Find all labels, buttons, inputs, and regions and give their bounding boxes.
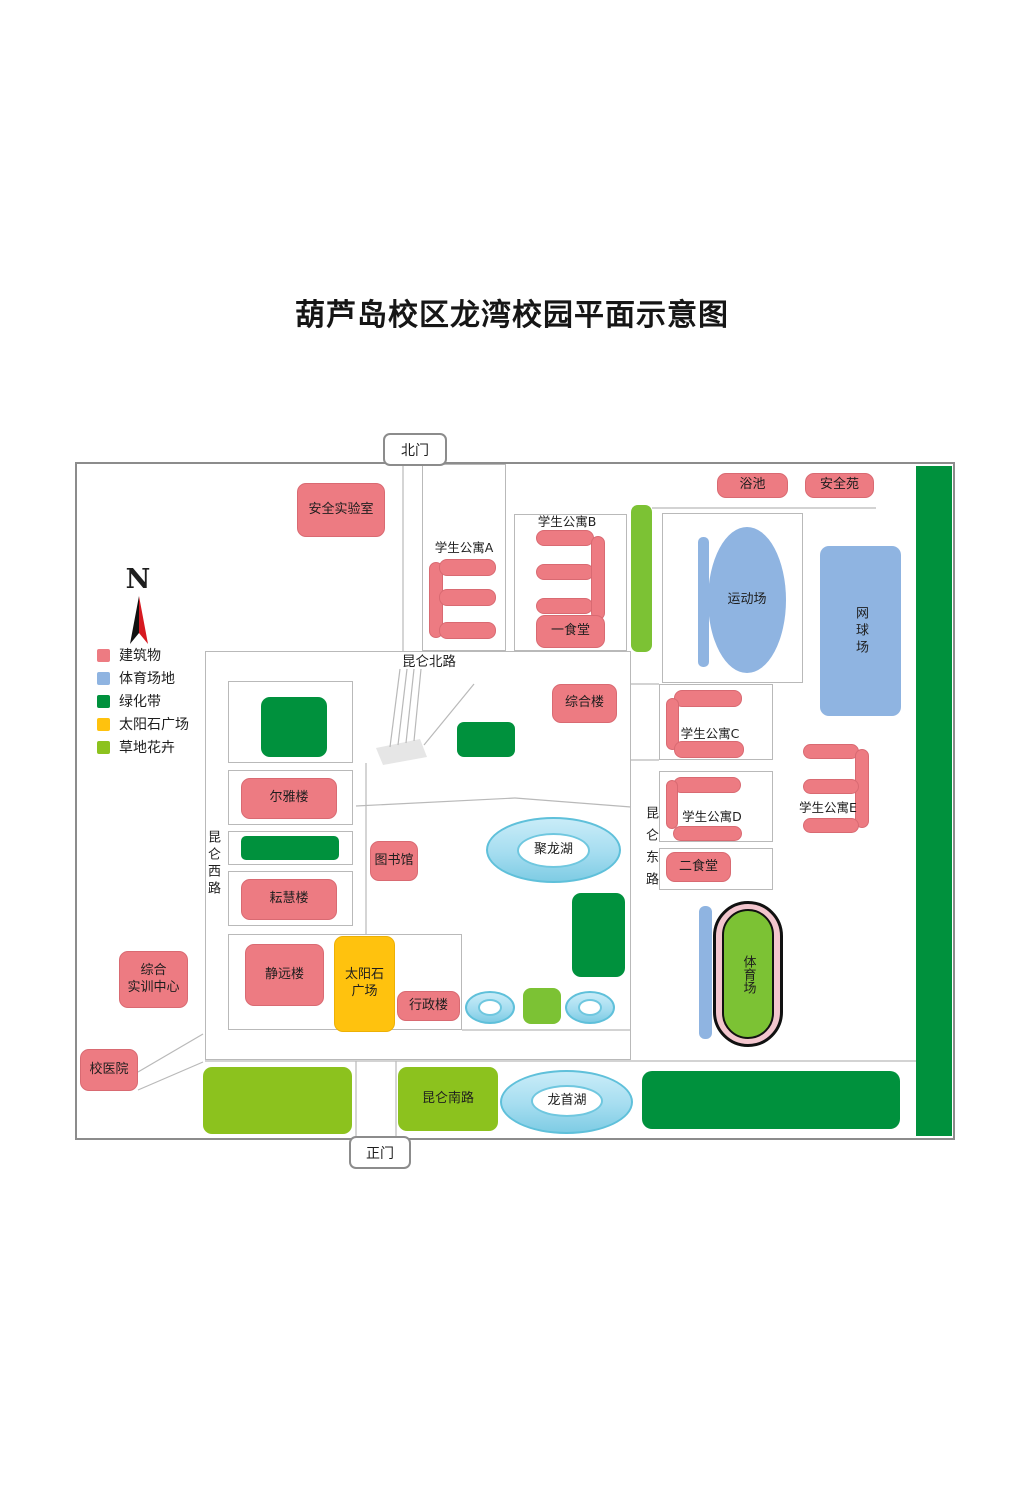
- north-gate-label: 北门: [401, 442, 429, 459]
- legend-item-greenbelt: 绿化带: [97, 694, 227, 710]
- canteen-2-block: [659, 848, 773, 890]
- dorm-b-label: 学生公寓B: [537, 514, 597, 529]
- building-safety-lab: 安全实验室: [297, 483, 385, 537]
- sports-field-side-bar: [699, 906, 712, 1039]
- greenbelt-square-1: [261, 697, 327, 757]
- dorm-d-block: [659, 771, 773, 842]
- greenbelt-rect-southeast: [642, 1071, 900, 1129]
- north-gate: 北门: [383, 433, 447, 466]
- dorm-d-wing: [673, 777, 741, 793]
- legend: 建筑物 体育场地 绿化带 太阳石广场 草地花卉: [97, 648, 227, 763]
- legend-item-plaza: 太阳石广场: [97, 717, 227, 733]
- dorm-a-wing: [439, 559, 496, 576]
- sports-field-infield: 体育场: [722, 909, 774, 1039]
- grass-rect-southwest: [203, 1067, 352, 1134]
- pond-left-center: [478, 999, 502, 1016]
- tennis-court-label: 网球场: [853, 605, 868, 657]
- julong-lake-label: 聚龙湖: [517, 833, 590, 868]
- dorm-a-wing: [439, 622, 496, 639]
- path-lines: [137, 464, 916, 1136]
- building-erya: 尔雅楼: [241, 778, 337, 819]
- dorm-d-label: 学生公寓D: [682, 809, 742, 824]
- page-title: 葫芦岛校区龙湾校园平面示意图: [295, 298, 729, 333]
- greenbelt-square-2: [457, 722, 515, 757]
- building-anquanyuan: 安全苑: [805, 473, 874, 498]
- greenbelt-east-strip: [916, 466, 952, 1136]
- central-campus-block: [205, 651, 631, 1060]
- erya-block: [228, 770, 353, 825]
- dorm-e-wing: [803, 779, 859, 794]
- greenbelt-rect-center: [572, 893, 625, 977]
- dorm-c-label: 学生公寓C: [680, 726, 740, 741]
- building-admin: 行政楼: [397, 991, 460, 1021]
- building-bathhouse: 浴池: [717, 473, 788, 498]
- building-complex: 综合楼: [552, 684, 617, 723]
- road-west-label: 昆仑西路: [205, 830, 220, 898]
- longshou-lake-label: 龙首湖: [531, 1085, 603, 1117]
- legend-swatch-greenbelt: [97, 694, 110, 708]
- main-gate: 正门: [349, 1136, 411, 1169]
- dorm-c-block: [659, 684, 773, 760]
- dorm-b-wing: [591, 536, 605, 620]
- pond-right-center: [578, 999, 602, 1016]
- building-jingyuan: 静远楼: [245, 944, 324, 1006]
- sports-field-label: 体育场: [740, 954, 756, 994]
- dorm-b-wing: [536, 564, 594, 580]
- building-training-center: 综合 实训中心: [119, 951, 188, 1008]
- map-border: [75, 462, 955, 1140]
- sun-stone-plaza: 太阳石 广场: [334, 936, 395, 1032]
- grass-strip-north: [631, 505, 652, 652]
- dorm-e-wing: [803, 744, 859, 759]
- road-east-label: 昆仑东路: [643, 806, 658, 894]
- stadium-field: 运动场: [708, 527, 786, 673]
- stadium-side-bar: [698, 537, 709, 667]
- dorm-d-wing: [673, 826, 742, 841]
- dorm-c-wing: [674, 741, 744, 758]
- building-hospital: 校医院: [80, 1049, 138, 1091]
- grass-rect-south-road: 昆仑南路: [398, 1067, 498, 1131]
- legend-item-grass: 草地花卉: [97, 740, 227, 756]
- legend-item-sports: 体育场地: [97, 671, 227, 687]
- road-north-label: 昆仑北路: [402, 654, 456, 670]
- dorm-c-wing: [666, 698, 679, 750]
- dorm-a-wing: [439, 589, 496, 606]
- dorm-d-wing: [666, 780, 678, 829]
- yunhui-block: [228, 871, 353, 926]
- legend-swatch-plaza: [97, 717, 110, 731]
- building-yunhui: 耘慧楼: [241, 879, 337, 920]
- tennis-court: 网球场: [820, 546, 901, 716]
- dorm-a-block: [422, 464, 506, 651]
- dorm-e-label: 学生公寓E: [799, 800, 857, 815]
- legend-item-buildings: 建筑物: [97, 648, 227, 664]
- greenbelt-bar-block: [228, 831, 353, 865]
- dorm-a-label: 学生公寓A: [434, 540, 494, 555]
- building-canteen-2: 二食堂: [666, 852, 731, 882]
- stadium-block: [662, 513, 803, 683]
- compass-north-letter: N: [125, 564, 151, 595]
- legend-swatch-buildings: [97, 648, 110, 662]
- dorm-c-wing: [674, 690, 742, 707]
- legend-swatch-grass: [97, 740, 110, 754]
- legend-swatch-sports: [97, 671, 110, 685]
- dorm-b-wing: [536, 530, 594, 546]
- building-library: 图书馆: [370, 841, 418, 881]
- dorm-e-wing: [803, 818, 859, 833]
- dorm-b-wing: [536, 598, 593, 614]
- sports-field-track: 体育场: [713, 901, 783, 1047]
- grass-square-center: [523, 988, 561, 1024]
- compass-arrow-icon: [130, 596, 148, 644]
- dorm-b-block: [514, 514, 627, 651]
- green-court-block: [228, 681, 353, 763]
- building-canteen-1: 一食堂: [536, 615, 605, 648]
- greenbelt-bar: [241, 836, 339, 860]
- main-gate-label: 正门: [366, 1145, 394, 1162]
